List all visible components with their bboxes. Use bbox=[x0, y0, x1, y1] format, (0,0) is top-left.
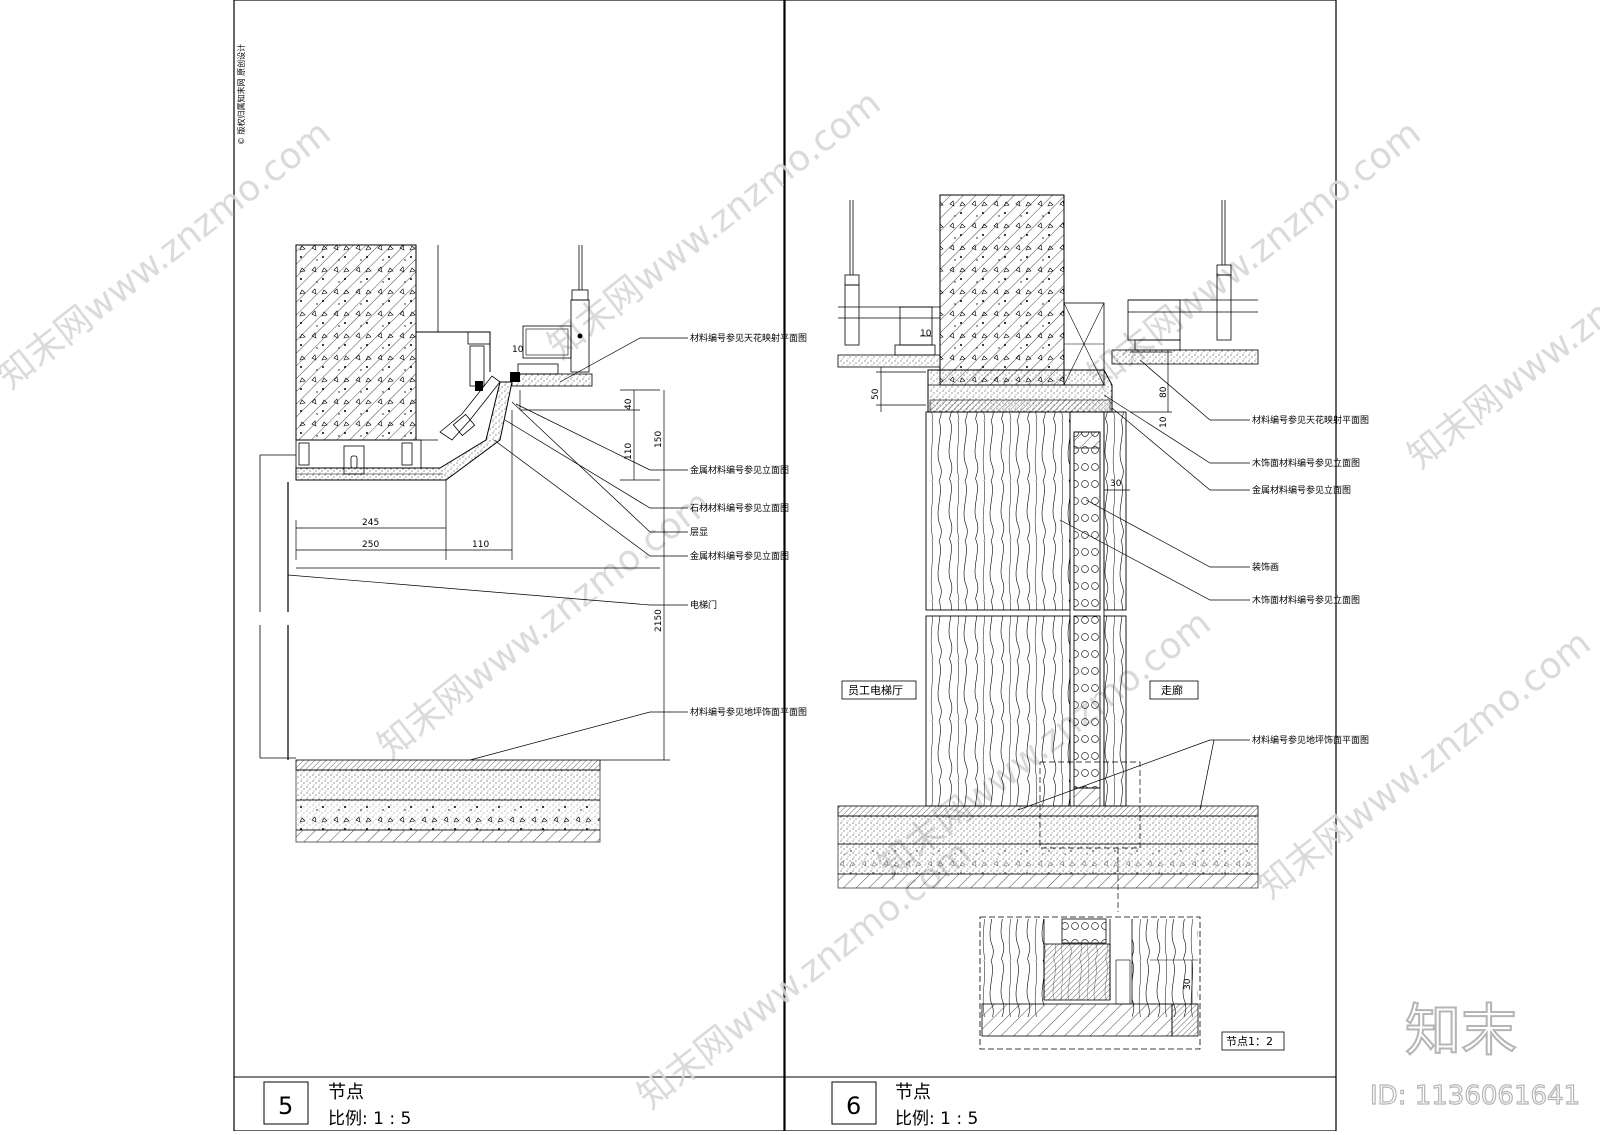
left-dim-text: 245 250 110 10 40 110 150 2150 bbox=[362, 345, 664, 632]
right-panel-title: 节点 bbox=[895, 1082, 931, 1103]
note-metal-material: 金属材料编号参见立面图 bbox=[1252, 484, 1351, 496]
dim-245: 245 bbox=[362, 518, 379, 528]
note-ceiling-material: 材料编号参见天花映射平面图 bbox=[1252, 414, 1369, 426]
right-dimensions bbox=[876, 335, 1172, 491]
dim-110-h: 110 bbox=[472, 540, 489, 550]
left-panel-number: 5 bbox=[278, 1092, 293, 1120]
room-left-box bbox=[841, 680, 917, 700]
left-notes: 材料编号参见天花映射平面图 金属材料编号参见立面图 石材材料编号参见立面图 层显… bbox=[690, 332, 807, 718]
dim-10-top: 10 bbox=[920, 329, 932, 339]
note-decorative-painting: 装饰画 bbox=[1252, 561, 1279, 573]
note-ceiling-material: 材料编号参见天花映射平面图 bbox=[690, 332, 807, 344]
note-metal-material: 金属材料编号参见立面图 bbox=[690, 464, 789, 476]
left-section-drawing bbox=[259, 244, 601, 843]
room-right-label: 走廊 bbox=[1161, 683, 1183, 697]
note-metal-material-2: 金属材料编号参见立面图 bbox=[690, 550, 789, 562]
room-left-label: 员工电梯厅 bbox=[848, 684, 903, 697]
left-leaders bbox=[287, 337, 688, 761]
dim-80: 80 bbox=[1159, 386, 1169, 398]
left-panel-number-box bbox=[263, 1081, 309, 1125]
detail-enlargement bbox=[979, 916, 1201, 1050]
left-panel-title: 节点 bbox=[328, 1082, 364, 1103]
dim-50: 50 bbox=[871, 388, 881, 400]
note-stone-material: 石材材料编号参见立面图 bbox=[690, 502, 789, 514]
right-section-drawing bbox=[837, 194, 1259, 912]
dim-250: 250 bbox=[362, 540, 379, 550]
note-layer: 层显 bbox=[690, 527, 708, 538]
side-copyright-text: © 版权归属知末网 原创设计 bbox=[236, 44, 246, 145]
left-dimensions bbox=[295, 389, 670, 761]
watermark-text: 知末网www.znzmo.com bbox=[540, 82, 888, 367]
note-floor-material: 材料编号参见地坪饰面平面图 bbox=[690, 706, 807, 718]
watermark-text: 知末网www.znzmo.com bbox=[1250, 622, 1598, 907]
note-wood-material: 木饰面材料编号参见立面图 bbox=[1252, 457, 1360, 469]
dim-2150: 2150 bbox=[654, 609, 664, 632]
dim-10: 10 bbox=[512, 345, 524, 355]
right-leaders bbox=[1017, 359, 1250, 811]
left-panel-scale: 比例: 1 : 5 bbox=[328, 1109, 411, 1129]
id-label: ID: 1136061641 bbox=[1370, 1081, 1580, 1111]
dim-10-side: 10 bbox=[1159, 416, 1169, 428]
right-dim-text: 10 50 80 10 30 bbox=[871, 329, 1169, 489]
watermark-text: 知末网www.znzmo.com bbox=[1400, 192, 1600, 477]
dim-110-v: 110 bbox=[624, 443, 634, 460]
right-panel-scale: 比例: 1 : 5 bbox=[895, 1109, 978, 1129]
room-right-box bbox=[1149, 680, 1199, 700]
note-elevator-door: 电梯门 bbox=[690, 599, 717, 611]
note-floor-material: 材料编号参见地坪饰面平面图 bbox=[1252, 734, 1369, 746]
dim-30: 30 bbox=[1110, 479, 1122, 489]
note-wood-material-2: 木饰面材料编号参见立面图 bbox=[1252, 594, 1360, 606]
right-panel-number: 6 bbox=[846, 1092, 861, 1120]
dim-150: 150 bbox=[654, 431, 664, 448]
detail-dim-30: 30 bbox=[1183, 978, 1193, 990]
watermark-text: 知末网www.znzmo.com bbox=[370, 482, 718, 767]
right-notes: 材料编号参见天花映射平面图 木饰面材料编号参见立面图 金属材料编号参见立面图 装… bbox=[1252, 414, 1369, 746]
right-panel-number-box bbox=[831, 1081, 877, 1125]
detail-label-box bbox=[1221, 1031, 1285, 1051]
brand-logo: 知末 bbox=[1405, 999, 1517, 1064]
dim-40: 40 bbox=[624, 398, 634, 410]
watermark-text: 知末网www.znzmo.com bbox=[0, 112, 339, 397]
detail-label: 节点1：2 bbox=[1226, 1035, 1273, 1048]
left-frame bbox=[233, 0, 785, 1132]
